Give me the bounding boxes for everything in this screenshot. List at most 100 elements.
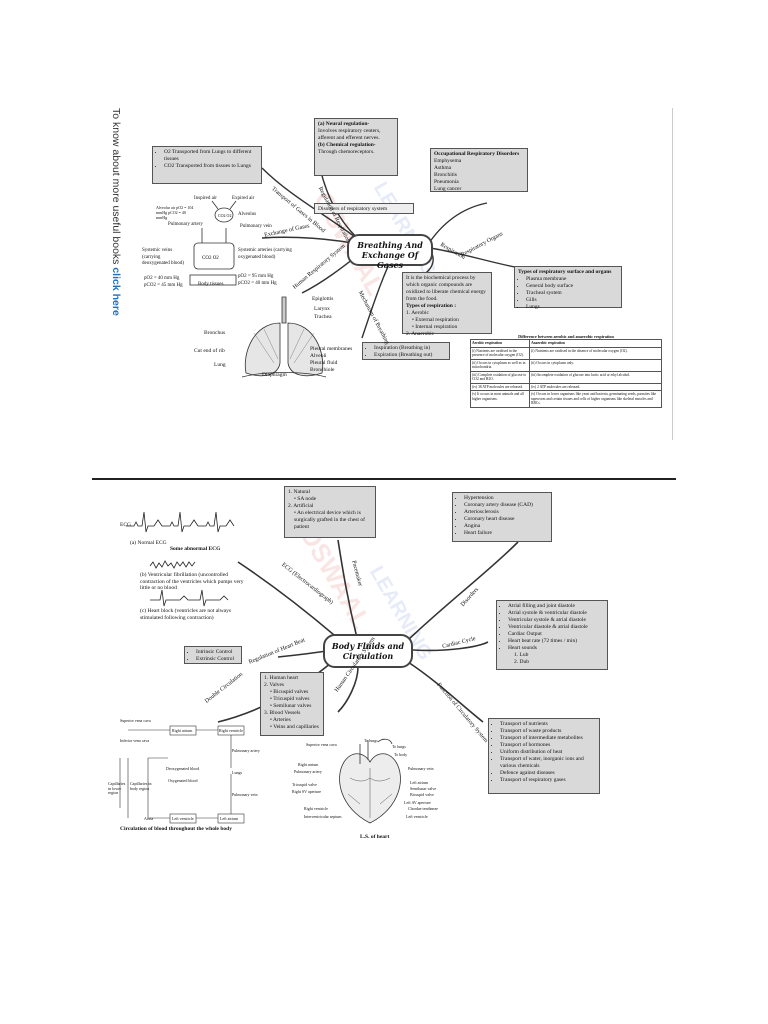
disorders-label-box: Disorders of respiratory system <box>314 203 414 214</box>
inferior-vena-cava: Inferior vena cava <box>120 738 150 743</box>
disorder-item: Angina <box>464 523 548 530</box>
pacemaker-box: 1. Natural • SA node 2. Artificial • An … <box>284 486 376 538</box>
heart-label-left: Pulmonary artery <box>294 769 322 774</box>
disorder-item: Asthma <box>434 165 452 171</box>
organ-item: Lungs <box>526 304 618 311</box>
alveoli-label: Alveoli <box>310 353 327 359</box>
table-cell: (v) It occurs in most animals and all hi… <box>469 390 531 408</box>
heart-label-left: Right ventricle <box>304 806 328 811</box>
heart-caption: L.S. of heart <box>360 834 390 840</box>
heart-label-right: Bicuspid valve <box>410 792 434 797</box>
heart-label-right: Left AV aperture <box>404 800 431 805</box>
heart-label-left: Right SV aperture <box>292 789 322 794</box>
svg-text:CO2 O2: CO2 O2 <box>202 256 219 261</box>
disorder-item: Hypertension <box>464 495 548 502</box>
cardiac-item: Atrial systole & ventricular diastole <box>508 610 604 617</box>
pulmonary-artery-label: Pulmonary artery <box>232 748 260 753</box>
human-item: 2. Valves <box>264 682 285 688</box>
pacemaker-item: • An electrical device which is surgical… <box>294 510 365 530</box>
ecg-traces <box>126 511 235 607</box>
pco2-right: pCO2 = 40 mm Hg <box>238 281 277 286</box>
table-cell: (iii) Complete oxidation of glucose to C… <box>469 370 531 384</box>
heart-label-right: To lungs <box>392 744 406 749</box>
cardiac-item: Atrial filling and joint diastole <box>508 603 604 610</box>
function-item: Defence against diseases <box>500 770 596 777</box>
alveolus-label: Alveolus <box>238 212 257 217</box>
heart-label-right: To body <box>394 752 408 757</box>
alveolar-values: Alveolar air pO2 = 104 mmHg pCO2 = 40 mm… <box>156 205 194 220</box>
function-item: Uniform distribution of heat <box>500 749 596 756</box>
organs-title: Types of respiratory surface and organs <box>518 269 612 275</box>
lungs-label: Lungs <box>232 770 242 775</box>
table-cell: (i) Nutrients are oxidised in the absenc… <box>529 346 662 360</box>
human-item: • Bicuspid valves <box>270 689 309 695</box>
disorder-item: Heart failure <box>464 530 548 537</box>
mechanism-item: Inspiration (Breathing in) <box>374 345 446 352</box>
heart-label-left: Right atrium <box>298 762 319 767</box>
cardiac-item: Ventricular systole & atrial diastole <box>508 617 604 624</box>
aorta-label: Aorta <box>144 816 154 821</box>
respiration-text: It is the biochemical process by which o… <box>406 275 486 302</box>
table-header: Anaerobic respiration <box>529 339 662 348</box>
function-item: Transport of nutrients <box>500 721 596 728</box>
pleural-fluid-label: Pleural fluid <box>310 360 338 366</box>
ecg-label: ECG <box>120 522 131 528</box>
pacemaker-item: 2. Artificial <box>288 503 314 509</box>
heart-label-right: Chordae tendineae <box>408 806 438 811</box>
table-header: Aerobic respiration <box>469 339 531 348</box>
function-item: Transport of respiratory gases <box>500 777 596 784</box>
respiration-item: • Internal respiration <box>412 324 458 330</box>
cardiac-item: Ventricular diastole & atrial diastole <box>508 624 604 631</box>
heart-label-left: Tricuspid valve <box>292 782 317 787</box>
cardiac-item: 1. Lub <box>514 652 529 658</box>
table-cell: (ii) Occurs in cytoplasm as well as in m… <box>469 358 531 372</box>
transport-item: O2 Transported from Lungs to different t… <box>164 149 258 163</box>
transport-box: O2 Transported from Lungs to different t… <box>152 146 262 184</box>
side-banner-text: To know about more useful books <box>110 108 122 268</box>
disorder-item: Coronary artery disease (CAD) <box>464 502 548 509</box>
table-title: Difference between aerobic and anaerobic… <box>518 334 614 339</box>
ecg-fibrillation: (b) Ventricular fibrillation (uncontroll… <box>140 572 244 591</box>
table-cell: (i) Nutrients are oxidised in the presen… <box>469 346 531 360</box>
circulation-caption: Circulation of blood throughout the whol… <box>120 826 232 832</box>
pco2-left: pCO2 = 45 mm Hg <box>144 283 183 288</box>
human-item: • Veins and capillaries <box>270 724 319 730</box>
trachea-label: Trachea <box>314 314 332 320</box>
capillaries-lower: Capillaries in lower region <box>108 781 126 796</box>
pulmonary-artery-label: Pulmonary artery <box>168 222 203 227</box>
chemical-text: Through chemoreceptors. <box>318 149 375 155</box>
difference-table: Difference between aerobic and anaerobic… <box>469 334 662 430</box>
side-banner: To know about more useful books click he… <box>110 108 122 316</box>
heart-label-right: To lungs <box>364 738 378 743</box>
heart-label-right: Pulmonary vein <box>408 766 434 771</box>
disorder-item: Lung cancer <box>434 186 462 192</box>
lungs-diagram <box>241 296 327 378</box>
mechanism-item: Expiration (Breathing out) <box>374 352 446 359</box>
human-item: • Tricuspid valves <box>270 696 310 702</box>
left-ventricle-box: Left ventricle <box>172 816 194 821</box>
cardiac-item: Heart sounds <box>508 645 604 652</box>
human-item: 1. Human heart <box>264 675 299 681</box>
cardiac-item: Cardiac Output <box>508 631 604 638</box>
capillaries-body: Capillaries in body region <box>130 781 152 791</box>
superior-vena-cava: Superior vena cava <box>120 718 151 723</box>
systemic-veins-label: Systemic veins (carrying deoxygenated bl… <box>142 248 185 266</box>
regulation-box: Intrinsic Control Extrinsic Control <box>184 646 242 664</box>
organ-item: General body surface <box>526 283 618 290</box>
page-divider <box>92 478 676 480</box>
center-title: Breathing And Exchange Of Gases <box>347 234 433 270</box>
heart-label-right: Left ventricle <box>406 814 428 819</box>
function-item: Transport of hormones <box>500 742 596 749</box>
deoxygenated-label: Deoxygenated blood <box>166 766 200 771</box>
regulation-item: Intrinsic Control <box>196 649 238 656</box>
organ-item: Tracheal system <box>526 290 618 297</box>
chemical-title: (b) Chemical regulation- <box>318 142 376 148</box>
regulation-item: Extrinsic Control <box>196 656 238 663</box>
function-item: Transport of intermediate metabolites <box>500 735 596 742</box>
click-here-link[interactable]: click here <box>110 267 122 316</box>
human-item: • Semilunar valves <box>270 703 312 709</box>
right-ventricle-box: Right ventricle <box>219 728 243 733</box>
respiration-item: 2. Anaerobic <box>406 331 435 337</box>
disorder-item: Bronchitis <box>434 172 457 178</box>
cut-rib-label: Cut end of rib <box>194 348 225 354</box>
